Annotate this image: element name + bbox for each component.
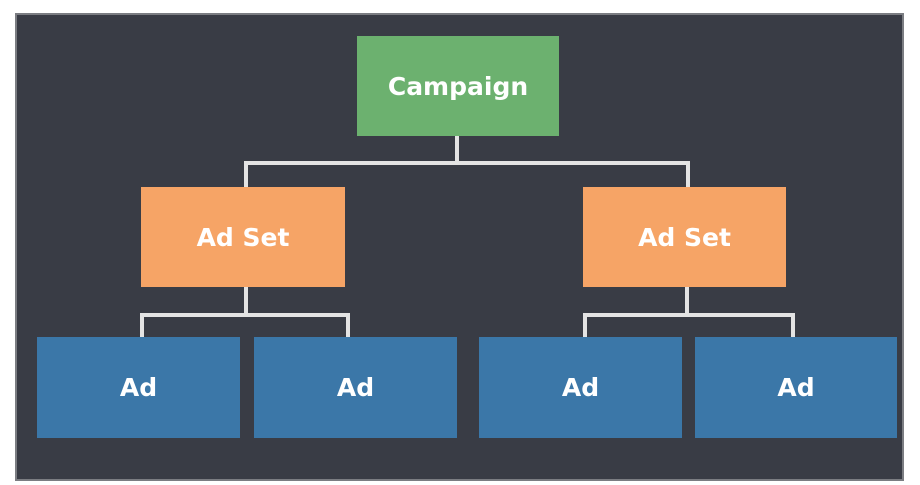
connector-line	[583, 313, 795, 317]
connector-line	[140, 313, 144, 337]
connector-line	[686, 161, 690, 187]
ad-set-label: Ad Set	[196, 222, 290, 252]
connector-line	[685, 287, 689, 315]
ad-node-3: Ad	[479, 337, 682, 438]
ad-label: Ad	[119, 373, 158, 402]
ad-node-4: Ad	[695, 337, 897, 438]
ad-node-1: Ad	[37, 337, 240, 438]
connector-line	[244, 287, 248, 315]
connector-line	[346, 313, 350, 337]
ad-label: Ad	[777, 373, 815, 402]
connector-line	[791, 313, 795, 337]
ad-set-label: Ad Set	[638, 222, 731, 252]
ad-set-node-2: Ad Set	[583, 187, 786, 287]
connector-line	[244, 161, 248, 187]
connector-line	[583, 313, 587, 337]
campaign-node: Campaign	[357, 36, 559, 136]
ad-label: Ad	[561, 373, 600, 402]
ad-set-node-1: Ad Set	[141, 187, 345, 287]
campaign-label: Campaign	[387, 71, 529, 101]
connector-line	[140, 313, 350, 317]
ad-node-2: Ad	[254, 337, 457, 438]
connector-line	[244, 161, 690, 165]
ad-label: Ad	[336, 373, 375, 402]
connector-line	[455, 135, 459, 164]
